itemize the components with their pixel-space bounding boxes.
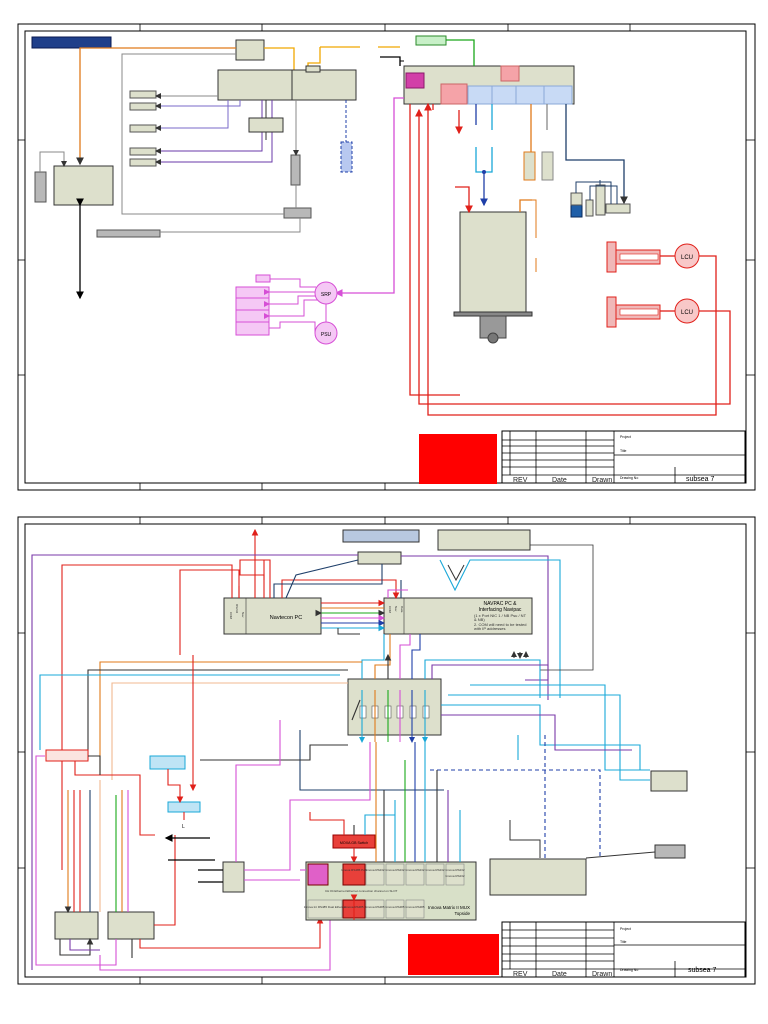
mux-top-cell-6: Innova RS232 [445, 868, 464, 872]
s1-main-controller [217, 69, 357, 101]
s2-drawn-label: Drawn [592, 971, 612, 978]
mux-bottom-cell-4: Innova RS485 [385, 905, 404, 909]
s1-drawing-no-label: Drawing No [620, 476, 638, 480]
navpac-line-1: NAVPAC PC & [484, 601, 518, 607]
sheet-1: LCU LCU SRP PSU [17, 23, 756, 491]
s1-lcu-assembly-1: LCU [424, 102, 717, 416]
s1-company-logo: subsea 7 [686, 476, 715, 483]
mux-bottom-cell-1: Innova Int RS485 Dual Ethernet [304, 905, 347, 909]
s1-lcu-assembly-2: LCU [415, 108, 731, 405]
s2-title-block: REV Date Drawn Project Title Drawing No … [408, 921, 746, 978]
s2-left-red-box [45, 749, 89, 762]
srp-label: SRP [321, 292, 332, 298]
mux-top-cell-4: Innova RS232 [405, 868, 424, 872]
s2-project-label: Project [620, 927, 631, 931]
navtech-side-2: RS232 [235, 604, 239, 614]
s2-right-unit [650, 770, 688, 792]
s1-left-unit [53, 165, 114, 206]
mux-bottom-cell-5: Innova RS485 [405, 905, 424, 909]
s2-lower-left-box-2 [107, 911, 155, 940]
s2-date-label: Date [552, 971, 567, 978]
mux-top-cell-5: Innova RS232 [425, 868, 444, 872]
s2-arrow-label: L [182, 824, 185, 830]
mux-top-cell-2: Innova RS232 [365, 868, 384, 872]
mux-title: Innova Matrix II MUX [428, 905, 470, 910]
s2-light-blue-box-1 [149, 755, 186, 770]
s1-drawn-label: Drawn [592, 477, 612, 484]
sheet-2: Navtecon PC COM RS232 Nav COM Nav Data N… [17, 516, 756, 985]
mux-top-cell-3: Innova RS232 [385, 868, 404, 872]
s1-title-block: REV Date Drawn Project Title Drawing No … [419, 430, 746, 484]
navpac-box [383, 597, 533, 635]
navpac-line-6: with IP addresses [474, 626, 506, 631]
s1-top-unit [235, 39, 265, 61]
s2-drawing-no-label: Drawing No [620, 968, 638, 972]
navpac-side-3: Data [400, 606, 404, 613]
s2-company-logo: subsea 7 [688, 967, 717, 974]
mux-bottom-left: CH #4 Ethernet Ethernet connection chann… [325, 889, 398, 893]
navtech-side-1: COM [229, 612, 233, 620]
sheet-2-inner-border [24, 523, 747, 978]
navpac-side-1: COM [388, 606, 392, 614]
s2-right-lower-unit [489, 858, 587, 896]
mux-top-cell-1: Innova RS485 Port [341, 868, 367, 872]
s1-red-stamp [419, 434, 497, 484]
navtech-side-3: Nav [241, 612, 245, 618]
navtech-pc-label: Navtecon PC [270, 615, 302, 621]
navpac-line-5: 2. COM will need to be tested [474, 622, 526, 627]
lcu-2-label: LCU [681, 310, 693, 316]
s1-rov-unit [459, 211, 527, 313]
mux-top-cell-7: Innova RS232 [445, 874, 464, 878]
s2-title-label: Title [620, 940, 627, 944]
navpac-line-2: Interfacing Navipac [479, 607, 522, 613]
navpac-line-3: (1 x Port NIC 1 / NB Psu / NT [474, 613, 527, 618]
s1-project-label: Project [620, 435, 631, 439]
s1-left-label-bars [129, 90, 157, 167]
mux-bottom-cell-3: Innova RS485 [365, 905, 384, 909]
innova-mux: Innova RS485 Port Innova RS232 Innova RS… [304, 861, 477, 921]
navpac-line-4: & NB) [474, 617, 485, 622]
sheet-1-inner-border [24, 30, 747, 484]
s2-light-blue-box-2 [167, 801, 201, 813]
s1-date-label: Date [552, 477, 567, 484]
mux-subtitle: Topside [454, 911, 470, 916]
psu-label: PSU [321, 332, 332, 338]
moxa-switch-label: MOXA GB Switch [340, 841, 368, 845]
s1-title-label: Title [620, 449, 627, 453]
sheet-1-header-tag [31, 36, 112, 49]
s1-rev-label: REV [513, 477, 528, 484]
lcu-1-label: LCU [681, 255, 693, 261]
s1-srp-psu-cluster: SRP PSU [235, 274, 338, 345]
navpac-side-2: Nav [394, 606, 398, 612]
s2-lower-left-box-1 [54, 911, 99, 940]
s2-rev-label: REV [513, 971, 528, 978]
s2-red-stamp [408, 934, 499, 975]
